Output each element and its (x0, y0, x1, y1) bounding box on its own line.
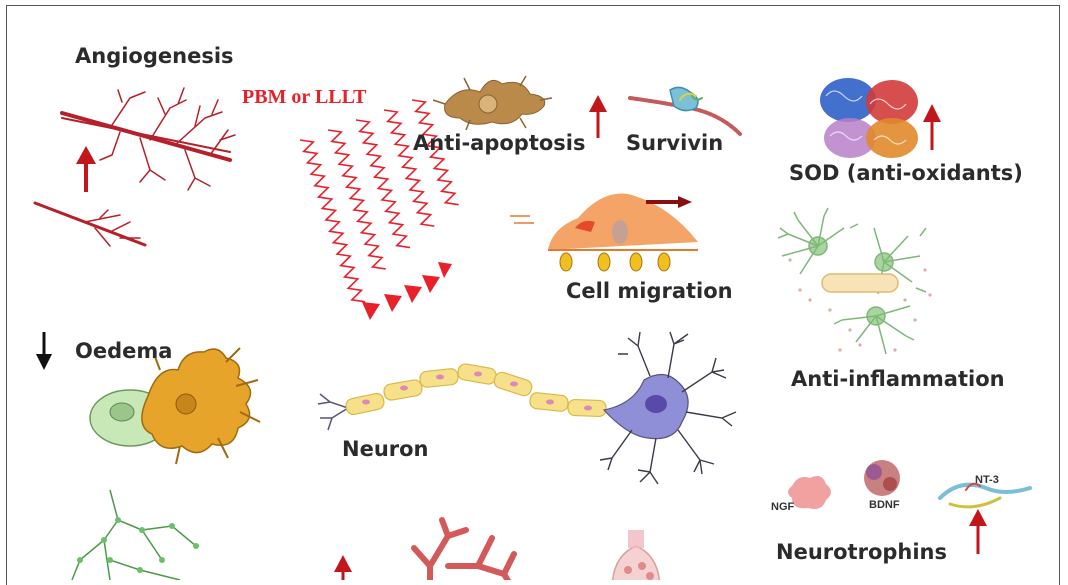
neuron-dendrite-left-icon (317, 393, 349, 431)
anti-apoptosis-up-arrow-icon (589, 95, 607, 138)
oedema-label: Oedema (75, 339, 173, 363)
cell-migration-label: Cell migration (566, 279, 733, 303)
bdnf-label: BDNF (869, 499, 900, 511)
neuron-cell-body-icon (599, 331, 737, 485)
migrating-cell-icon (510, 193, 698, 272)
survivin-protein-icon (628, 86, 742, 136)
angiogenesis-vessel-large (60, 87, 236, 191)
anti-inflammation-label: Anti-inflammation (791, 367, 1005, 391)
bottom-vessel-icon (411, 517, 517, 580)
inflammation-dots (788, 258, 932, 352)
bdnf-protein-icon (864, 460, 900, 496)
nt3-label: NT-3 (975, 474, 999, 486)
sod-protein-icon (820, 78, 918, 158)
sod-up-arrow-icon (923, 104, 941, 150)
laser-beam-tips (362, 262, 452, 320)
astrocyte-oedema-icon (89, 347, 261, 465)
apoptotic-cell-icon (432, 75, 553, 131)
migration-right-arrow-icon (646, 196, 692, 208)
ngf-label: NGF (771, 501, 795, 513)
microglia-cluster-icon (777, 207, 927, 355)
oedema-down-arrow-icon (36, 332, 52, 370)
pbm-lllt-label: PBM or LLLT (242, 86, 367, 108)
nt3-protein-icon (938, 482, 1032, 509)
neurotrophins-up-arrow-icon (969, 509, 987, 554)
bottom-left-glia-icon (71, 489, 199, 580)
ngf-protein-icon (788, 476, 831, 509)
survivin-label: Survivin (626, 131, 724, 155)
blood-vessel-segment (821, 273, 899, 293)
myelin-nuclei (362, 371, 592, 411)
diagram-frame (6, 5, 1060, 585)
anti-apoptosis-label: Anti-apoptosis (413, 131, 586, 155)
angiogenesis-up-arrow-icon (76, 146, 96, 192)
angiogenesis-vessel-small (33, 201, 147, 247)
bottom-synapse-icon (611, 530, 661, 580)
myelin-sheath-icon (345, 363, 607, 418)
sod-label: SOD (anti-oxidants) (789, 161, 1023, 185)
bottom-up-arrow-icon (334, 555, 352, 580)
neurotrophins-label: Neurotrophins (776, 540, 948, 564)
angiogenesis-label: Angiogenesis (75, 44, 234, 68)
laser-beams (299, 99, 459, 303)
neuron-label: Neuron (342, 437, 429, 461)
